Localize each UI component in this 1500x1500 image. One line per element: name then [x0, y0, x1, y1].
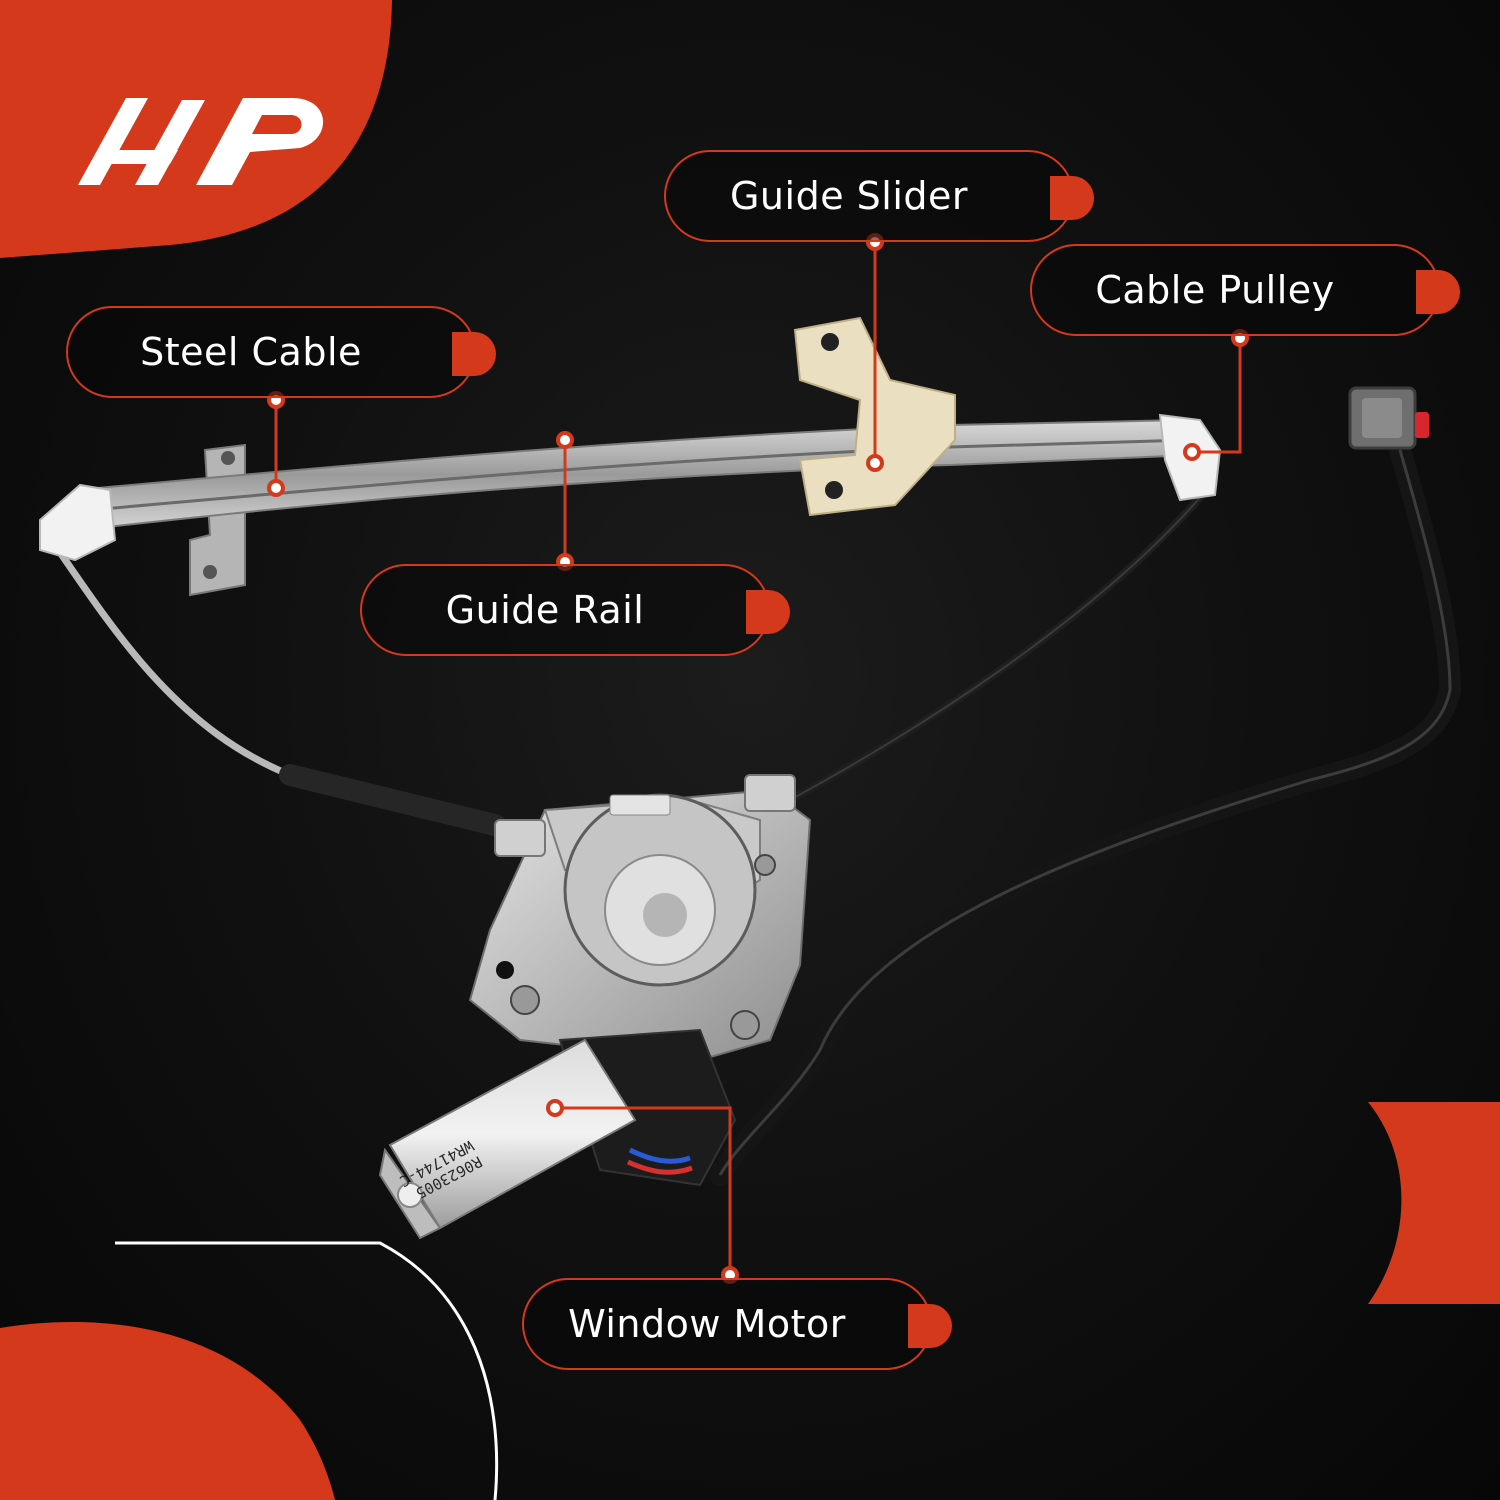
callout-steel-cable: Steel Cable	[66, 306, 496, 398]
wire-harness	[709, 439, 1462, 1186]
callout-guide-slider-label: Guide Slider	[729, 174, 969, 218]
right-pulley-cap	[1158, 413, 1222, 502]
wire-connector	[1348, 386, 1429, 450]
gearbox-plate	[468, 774, 812, 1062]
window-motor-body	[378, 1028, 737, 1240]
cable-right-black	[788, 477, 1219, 804]
wire-harness-highlight	[718, 449, 1452, 1176]
callout-cap	[452, 332, 496, 376]
callout-cap	[1050, 176, 1094, 220]
guide-slider	[793, 316, 956, 517]
callout-guide-slider: Guide Slider	[664, 150, 1094, 242]
callout-steel-cable-label: Steel Cable	[140, 330, 362, 374]
callout-cable-pulley: Cable Pulley	[1030, 244, 1460, 336]
cable-left-grey	[52, 543, 292, 779]
callout-cap	[746, 590, 790, 634]
callout-cap	[908, 1304, 952, 1348]
bottom-left-orange-blob	[0, 1321, 335, 1500]
mounting-bracket	[189, 443, 246, 597]
cable-right-outline	[789, 479, 1216, 801]
callout-window-motor-label: Window Motor	[568, 1302, 846, 1346]
right-orange-blob	[1368, 1102, 1500, 1304]
callout-window-motor: Window Motor	[522, 1278, 952, 1370]
callout-guide-rail: Guide Rail	[360, 564, 790, 656]
callout-guide-rail-label: Guide Rail	[445, 588, 645, 632]
guide-rail-groove	[89, 438, 1191, 512]
bottom-left-white-outline	[115, 1241, 499, 1500]
cable-sleeve	[279, 764, 506, 836]
left-pulley-cap	[39, 483, 117, 562]
callout-cap	[1416, 270, 1460, 314]
callout-cable-pulley-label: Cable Pulley	[1095, 268, 1335, 312]
